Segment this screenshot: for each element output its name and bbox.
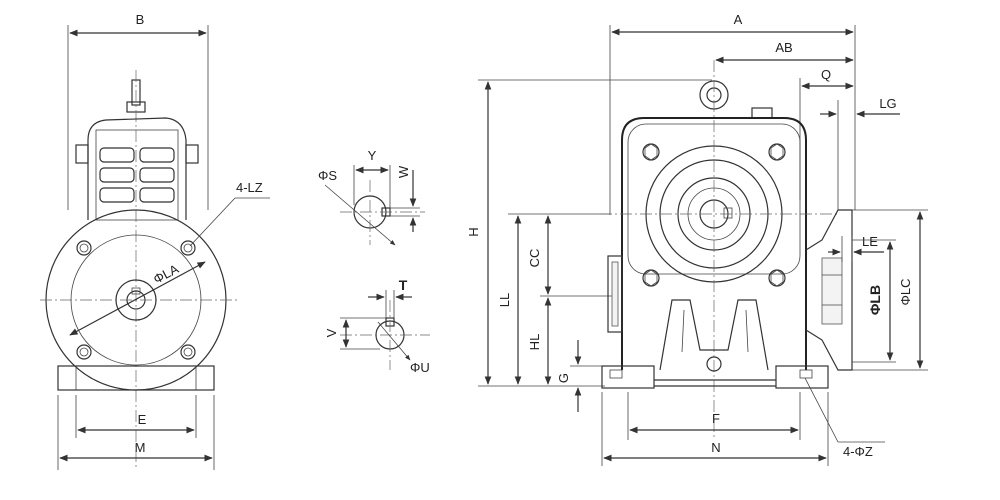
- dim-label-lg: LG: [879, 96, 896, 111]
- dim-label-w: W: [396, 165, 411, 178]
- lower-rib: [659, 299, 769, 371]
- dim-label-cc: CC: [527, 249, 542, 268]
- dim-label-m: M: [135, 440, 146, 455]
- dim-label-g: G: [556, 373, 571, 383]
- dim-label-le: LE: [862, 234, 878, 249]
- dim-line-la: [69, 261, 206, 336]
- dim-label-s: ΦS: [318, 168, 337, 183]
- side-base: [57, 365, 215, 391]
- dim-label-f: F: [712, 411, 720, 426]
- foot-left: [601, 365, 655, 389]
- foot-right: [775, 365, 829, 389]
- drain-plug: [706, 356, 722, 372]
- dim-label-e: E: [138, 412, 147, 427]
- dim-label-a: A: [734, 12, 743, 27]
- motor-input-flange: [805, 209, 853, 371]
- dim-label-b: B: [136, 12, 145, 27]
- dim-label-lz: 4-LZ: [236, 180, 263, 195]
- dim-label-lc: ΦLC: [898, 279, 913, 306]
- upper-housing: [87, 117, 187, 220]
- dim-label-h: H: [466, 227, 481, 236]
- dim-label-lb: ΦLB: [867, 285, 883, 315]
- shaft-detail-top: Y W ΦS: [318, 148, 425, 246]
- side-view: B ΦLA 4-LZ: [40, 12, 270, 470]
- dim-label-z: 4-ΦZ: [843, 444, 873, 459]
- dim-label-hl: HL: [527, 334, 542, 351]
- dim-label-t: T: [399, 277, 408, 293]
- front-view: A AB Q LG H LL CC HL G: [466, 12, 928, 466]
- dim-label-ll: LL: [497, 293, 512, 307]
- dim-label-y: Y: [368, 148, 377, 163]
- main-housing: [621, 117, 807, 370]
- dim-label-u: ΦU: [410, 360, 430, 375]
- dim-label-n: N: [711, 440, 720, 455]
- dim-label-v: V: [324, 328, 339, 337]
- dim-label-q: Q: [821, 67, 831, 82]
- shaft-detail-bottom: T V ΦU: [324, 277, 430, 375]
- dim-label-ab: AB: [775, 40, 792, 55]
